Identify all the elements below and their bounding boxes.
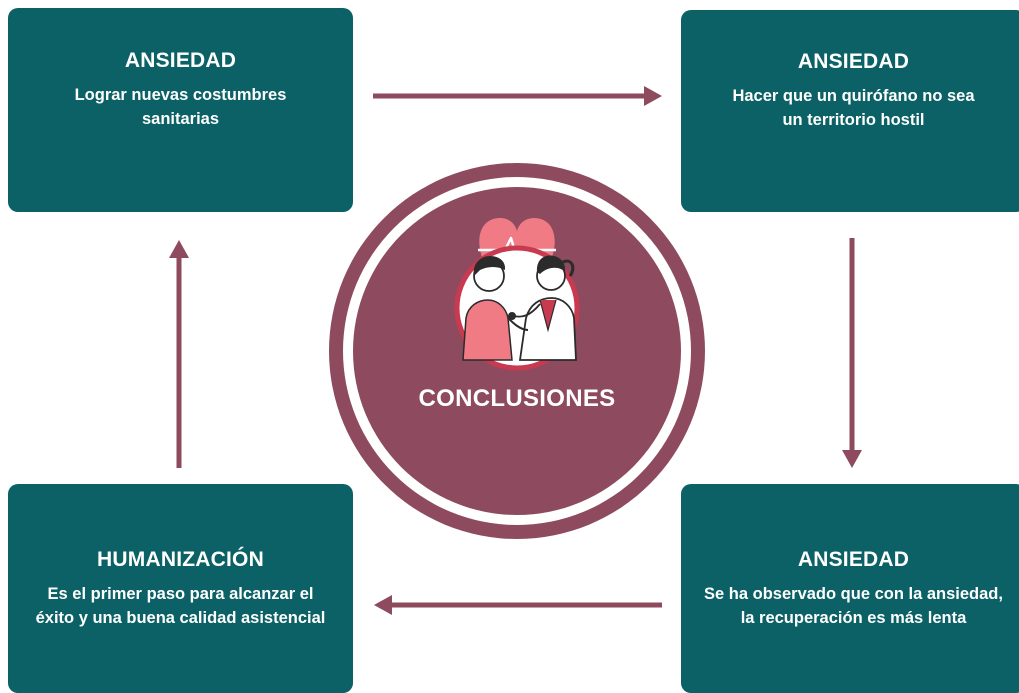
box-top-right-text: Hacer que un quirófano no sea un territo… xyxy=(732,87,975,129)
box-bottom-right-title: ANSIEDAD xyxy=(797,547,910,571)
box-top-left: ANSIEDAD Lograr nuevas costumbres sanita… xyxy=(8,8,353,212)
box-bottom-left-title: HUMANIZACIÓN xyxy=(97,547,264,571)
box-top-right-title: ANSIEDAD xyxy=(797,50,910,73)
box-top-left-text: Lograr nuevas costumbres sanitarias xyxy=(74,86,287,128)
arrow-left-bottom xyxy=(374,595,662,615)
box-top-right: ANSIEDAD Hacer que un quirófano no sea u… xyxy=(681,10,1019,212)
arrow-right-top xyxy=(373,86,662,106)
arrow-up-left xyxy=(169,240,189,468)
box-top-left-title: ANSIEDAD xyxy=(124,49,237,72)
doctor-patient-heart-icon xyxy=(454,218,580,371)
box-bottom-right-text: Se ha observado que con la ansiedad, la … xyxy=(704,584,1003,627)
box-bottom-left-text: Es el primer paso para alcanzar el éxito… xyxy=(35,584,326,627)
box-bottom-left: HUMANIZACIÓN Es el primer paso para alca… xyxy=(8,484,353,693)
box-bottom-right: ANSIEDAD Se ha observado que con la ansi… xyxy=(681,484,1019,693)
arrow-down-right xyxy=(842,238,862,468)
